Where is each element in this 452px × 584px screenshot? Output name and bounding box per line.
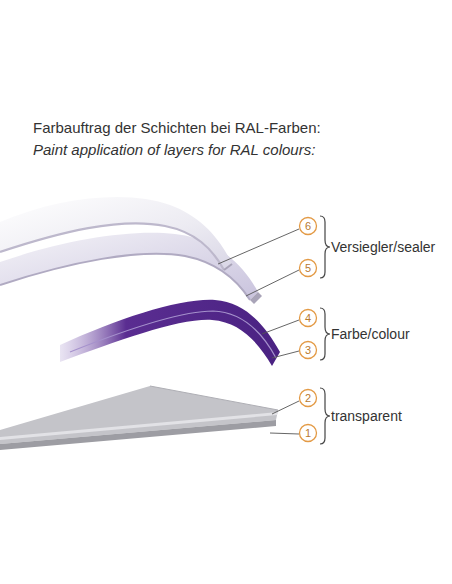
callout-number: 5 — [300, 260, 316, 276]
callout-number: 4 — [300, 310, 316, 326]
subtitle: Paint application of layers for RAL colo… — [33, 141, 315, 158]
sealer-layers — [0, 197, 262, 304]
title: Farbauftrag der Schichten bei RAL-Farben… — [33, 119, 321, 136]
colour-layers — [60, 300, 280, 366]
group-label: transparent — [331, 408, 402, 424]
group-label: Farbe/colour — [331, 326, 410, 342]
group-braces — [320, 216, 330, 444]
group-label: Versiegler/sealer — [331, 239, 435, 255]
callout-number: 3 — [300, 342, 316, 358]
callout-number: 6 — [300, 218, 316, 234]
callout-circles — [300, 218, 317, 442]
base-sheet — [0, 386, 278, 450]
callout-number: 2 — [300, 390, 316, 406]
leader-lines — [218, 229, 299, 434]
callout-number: 1 — [300, 425, 316, 441]
